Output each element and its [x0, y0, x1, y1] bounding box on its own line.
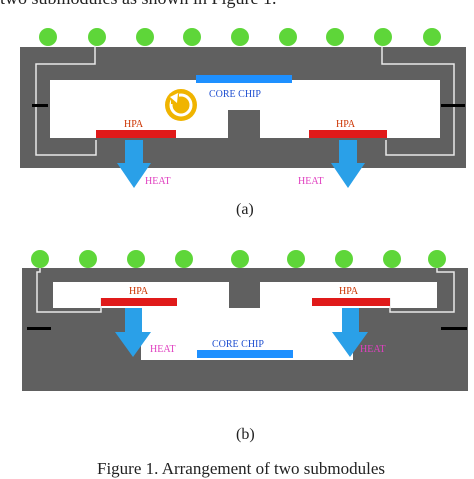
connector-left-b — [27, 327, 51, 330]
solder-balls-a — [39, 28, 441, 46]
hpa-right-label-b: HPA — [339, 286, 359, 297]
heat-arrow-left-a — [117, 140, 151, 188]
connector-right-b — [441, 327, 467, 330]
hpa-right-a — [309, 130, 387, 138]
diagram-a: CORE CHIP HPA HPA HEAT HEAT — [20, 28, 466, 188]
heat-left-label-a: HEAT — [145, 176, 171, 187]
core-chip-a — [196, 75, 292, 83]
wire-left-b — [36, 258, 102, 313]
core-chip-label-a: CORE CHIP — [209, 89, 261, 100]
heat-arrow-left-b — [115, 308, 151, 357]
connector-right-a — [441, 104, 465, 107]
heat-arrow-right-a — [331, 140, 365, 188]
top-text: two submodules as shown in Figure 1. — [0, 0, 277, 9]
connector-left-a — [32, 104, 48, 107]
hpa-left-label-b: HPA — [129, 286, 149, 297]
diagram-b: HPA HPA HEAT HEAT CORE CHIP — [22, 250, 468, 391]
solder-balls-b — [31, 250, 446, 268]
core-chip-b — [197, 350, 293, 358]
caption-b: (b) — [236, 426, 255, 443]
hpa-left-a — [96, 130, 176, 138]
cavity-a — [50, 80, 440, 138]
hpa-left-label-a: HPA — [124, 119, 144, 130]
core-chip-label-b: CORE CHIP — [212, 339, 264, 350]
hpa-right-b — [312, 298, 390, 306]
figure-caption: Figure 1. Arrangement of two submodules — [97, 459, 386, 478]
wire-right-b — [389, 258, 455, 313]
hpa-left-b — [101, 298, 177, 306]
hpa-right-label-a: HPA — [336, 119, 356, 130]
heat-arrow-right-b — [332, 308, 368, 357]
heat-right-label-a: HEAT — [298, 176, 324, 187]
heat-left-label-b: HEAT — [150, 344, 176, 355]
wire-right-a — [381, 44, 455, 156]
wire-left-a — [35, 44, 97, 156]
heat-right-label-b: HEAT — [360, 344, 386, 355]
caption-a: (a) — [236, 201, 254, 218]
